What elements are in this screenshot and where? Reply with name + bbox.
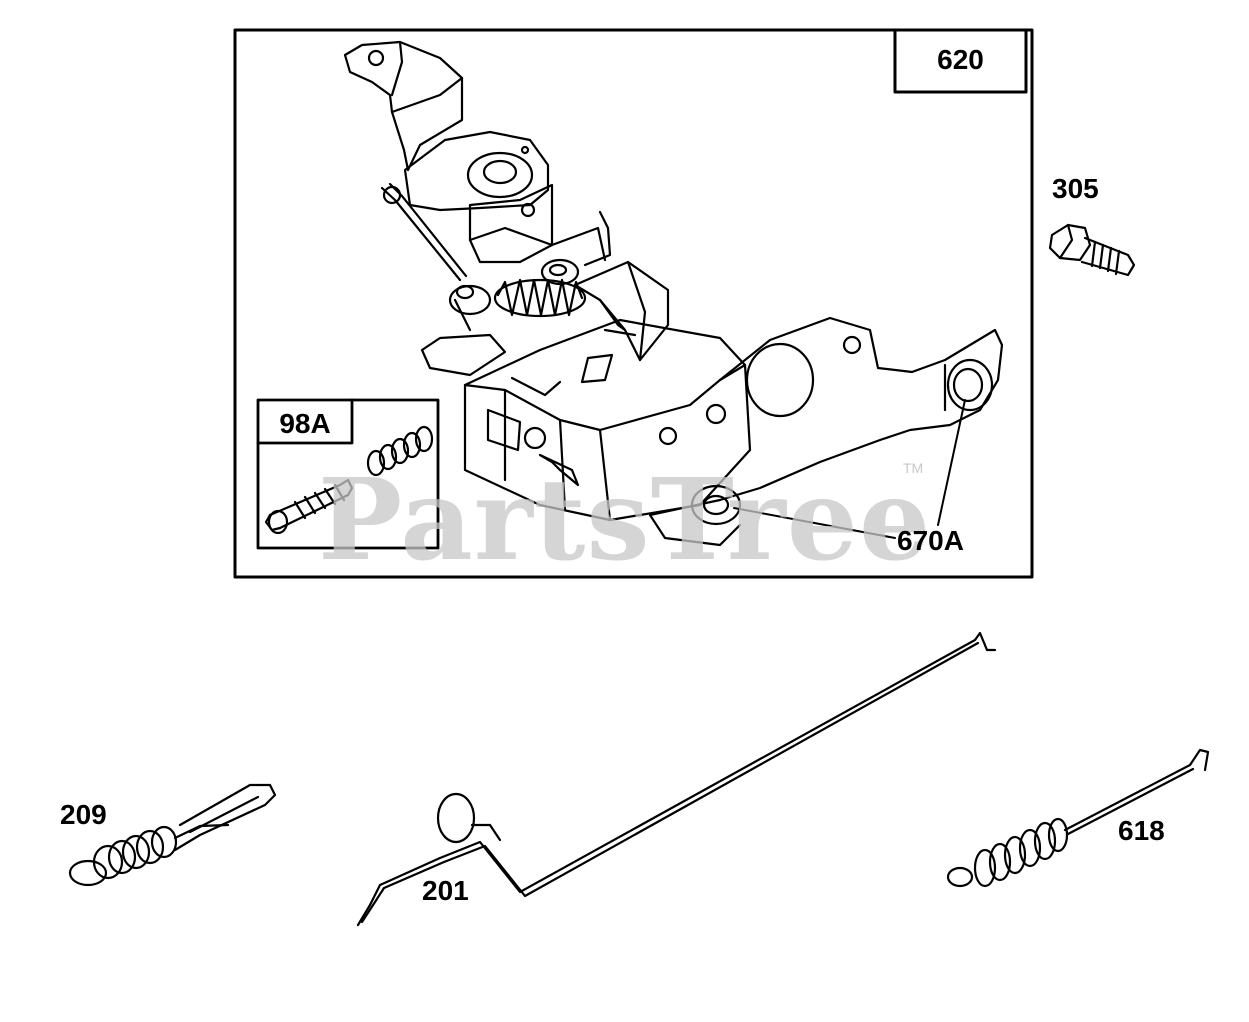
governor-link-201 [356, 631, 997, 927]
watermark-trademark: TM [903, 460, 924, 476]
leader-670a-upper [937, 399, 966, 526]
kit-620-label-box [893, 28, 1028, 94]
leader-670a-lower [733, 507, 896, 539]
label-620[interactable]: 620 [937, 44, 984, 75]
kit-98a-frame [256, 398, 440, 550]
spring-618 [946, 748, 1210, 888]
label-201[interactable]: 201 [422, 875, 469, 906]
kit-620-frame [233, 28, 1034, 579]
bolt-305 [1048, 223, 1136, 277]
label-670a[interactable]: 670A [897, 525, 964, 556]
kit-98a-parts [264, 425, 434, 535]
spring-209 [68, 783, 277, 887]
label-209[interactable]: 209 [60, 799, 107, 830]
label-305[interactable]: 305 [1052, 173, 1099, 204]
kit-98a-label-box [256, 398, 354, 445]
governor-control-bracket [343, 40, 1004, 547]
label-98a[interactable]: 98A [279, 408, 331, 439]
label-618[interactable]: 618 [1118, 815, 1165, 846]
watermark-text: PartsTree [318, 455, 932, 586]
